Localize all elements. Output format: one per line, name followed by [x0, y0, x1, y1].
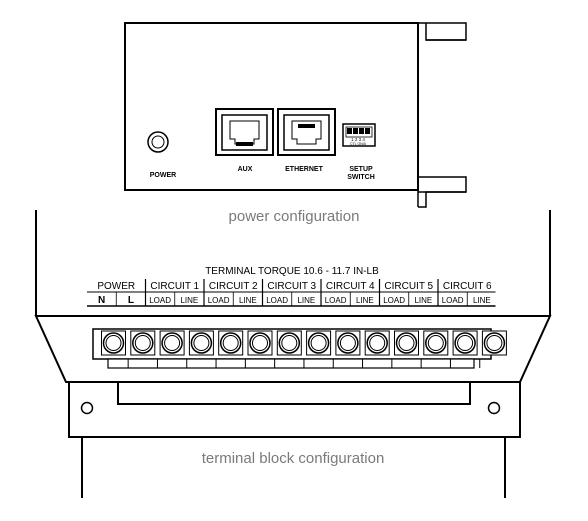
group-label: POWER	[97, 281, 135, 292]
terminal-screw-inner-icon	[398, 335, 415, 351]
terminal-clamp-row	[107, 358, 475, 369]
mounting-hole-left-icon	[80, 401, 94, 415]
terminal-label: LINE	[239, 296, 257, 305]
terminal-screw-inner-icon	[105, 335, 122, 351]
terminal-screw-inner-icon	[369, 335, 386, 351]
terminal-label: LOAD	[208, 296, 230, 305]
terminal-screw-inner-icon	[427, 335, 444, 351]
setup-switch-icon	[342, 123, 376, 147]
terminal-label: LOAD	[383, 296, 405, 305]
setup-label-line2: SWITCH	[347, 174, 375, 181]
terminal-clamps	[127, 359, 481, 368]
terminal-screw-inner-icon	[281, 335, 298, 351]
power-jack-inner-icon	[151, 135, 165, 149]
terminal-screw-inner-icon	[310, 335, 327, 351]
terminal-screw-inner-icon	[339, 335, 356, 351]
group-label: CIRCUIT 5	[384, 281, 433, 292]
terminal-label: LINE	[356, 296, 374, 305]
terminal-caption: terminal block configuration	[202, 450, 385, 467]
terminal-label: LINE	[297, 296, 315, 305]
dip-caption: CTL ON/A	[350, 142, 367, 146]
group-label: CIRCUIT 6	[443, 281, 492, 292]
terminal-label-grid: POWER N L CIRCUIT 1 LOAD LINE CIRCUIT 2 LOAD LIN…	[87, 279, 496, 307]
power-panel: POWER AUX ETHERNET 1 2 3 4 CTL ON/A	[124, 22, 467, 208]
group-label: CIRCUIT 4	[326, 281, 375, 292]
terminal-label: LINE	[180, 296, 198, 305]
terminal-screw-inner-icon	[252, 335, 268, 351]
terminal-panel: TERMINAL TORQUE 10.6 - 11.7 IN-LB POWER N…	[34, 210, 552, 498]
terminal-screws	[101, 330, 507, 356]
terminal-screw-inner-icon	[193, 335, 210, 351]
aux-port-icon	[215, 108, 274, 156]
terminal-label: LOAD	[325, 296, 347, 305]
aux-label: AUX	[238, 166, 253, 173]
terminal-screw-inner-icon	[486, 335, 503, 351]
setup-label-line1: SETUP	[349, 166, 373, 173]
terminal-label: LOAD	[149, 296, 171, 305]
terminal-screw-inner-icon	[134, 335, 151, 351]
terminal-label: LOAD	[266, 296, 288, 305]
power-label: POWER	[150, 172, 176, 179]
group-label: CIRCUIT 3	[267, 281, 316, 292]
terminal-screw-inner-icon	[164, 335, 181, 351]
terminal-label: LINE	[473, 296, 491, 305]
ethernet-port-icon	[277, 108, 336, 156]
terminal-label: L	[128, 295, 134, 306]
terminal-screw-inner-icon	[222, 335, 239, 351]
bracket-inner	[117, 381, 471, 405]
mounting-hole-right-icon	[487, 401, 501, 415]
dip-numbers: 1 2 3 4	[351, 137, 365, 142]
group-label: CIRCUIT 1	[150, 281, 199, 292]
terminal-label: LINE	[414, 296, 432, 305]
group-label: CIRCUIT 2	[209, 281, 258, 292]
terminal-label: LOAD	[442, 296, 464, 305]
torque-label: TERMINAL TORQUE 10.6 - 11.7 IN-LB	[205, 266, 379, 277]
front-plate	[124, 22, 419, 191]
terminal-label: N	[98, 295, 105, 306]
power-caption: power configuration	[229, 208, 360, 225]
housing-top-edge	[418, 22, 467, 41]
terminal-screw-inner-icon	[457, 335, 474, 351]
ethernet-label: ETHERNET	[285, 166, 323, 173]
